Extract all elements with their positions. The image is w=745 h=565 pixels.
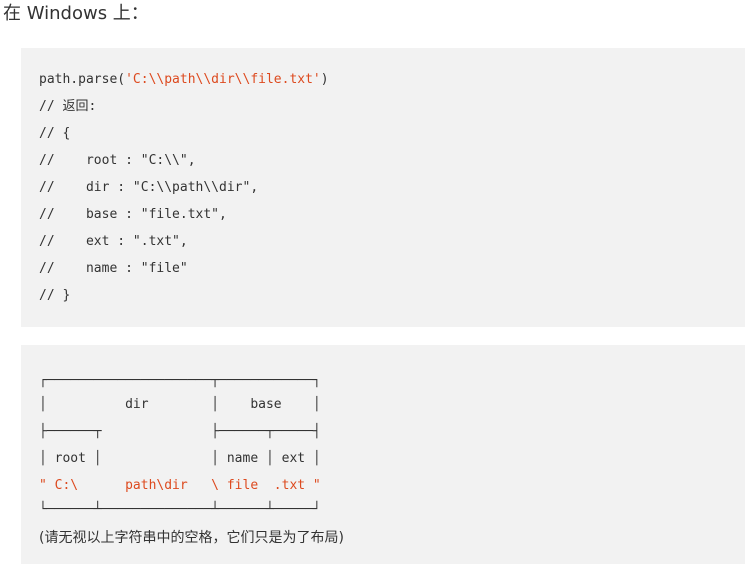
layout-note: (请无视以上字符串中的空格，它们只是为了布局) <box>39 530 344 546</box>
comment-line: // dir : "C:\\path\\dir", <box>39 180 259 195</box>
comment-line: // ext : ".txt", <box>39 234 188 249</box>
diagram-line: │ root │ │ name │ ext │ <box>39 451 321 466</box>
code-line-call: path.parse('C:\\path\\dir\\file.txt') <box>39 66 329 93</box>
diagram-bottom-line: └──────┴──────────────┴──────┴─────┘ <box>39 502 321 517</box>
diagram-line: │ dir │ base │ <box>39 397 321 412</box>
diagram-line: ┌─────────────────────┬────────────┐ <box>39 373 321 388</box>
comment-line: // base : "file.txt", <box>39 207 227 222</box>
string-literal: 'C:\\path\\dir\\file.txt' <box>125 72 321 87</box>
comment-line: // } <box>39 288 71 303</box>
comment-line: // 返回: <box>39 99 97 114</box>
comment-line: // { <box>39 126 71 141</box>
function-call: path.parse( <box>39 72 126 87</box>
comment-line: // root : "C:\\", <box>39 153 196 168</box>
section-heading: 在 Windows 上： <box>3 3 149 24</box>
comment-line: // name : "file" <box>39 261 188 276</box>
path-diagram-block: ┌─────────────────────┬────────────┐ │ d… <box>21 345 745 564</box>
diagram-line: ├──────┬ ├──────┬─────┤ <box>39 424 321 439</box>
call-close: ) <box>320 72 329 87</box>
diagram-path-line: " C:\ path\dir \ file .txt " <box>39 478 321 493</box>
code-block: path.parse('C:\\path\\dir\\file.txt') //… <box>21 48 745 327</box>
